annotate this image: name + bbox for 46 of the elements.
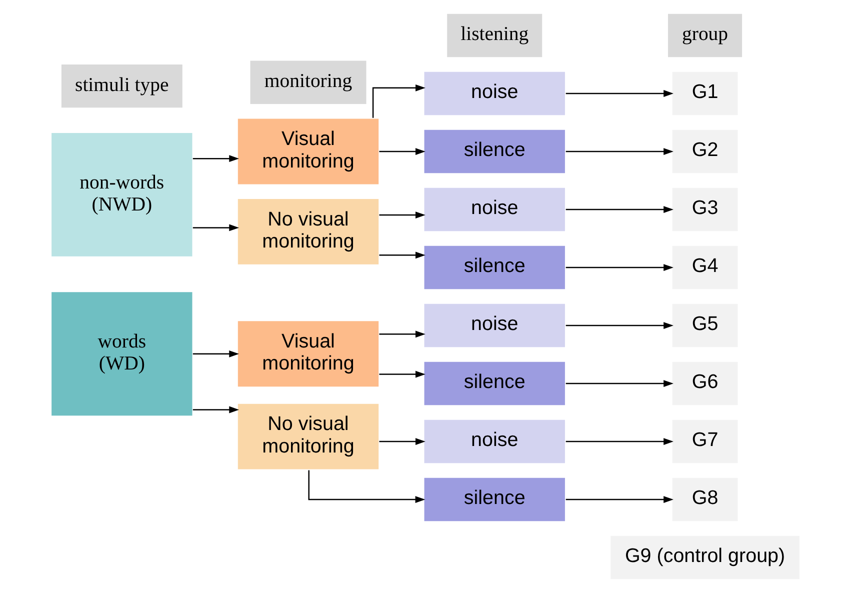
node-box: Visual monitoring (236, 118, 380, 186)
node-box: G5 (670, 302, 738, 348)
node-box: G2 (670, 128, 738, 174)
node-box: noise (422, 186, 566, 232)
node-box: G1 (670, 70, 738, 116)
arrow (565, 264, 673, 271)
node-box: silence (422, 360, 566, 406)
arrow (378, 252, 425, 259)
arrow (192, 406, 239, 414)
arrow (565, 148, 673, 155)
node-box: noise (422, 418, 566, 464)
node-box: noise (422, 70, 566, 116)
arrow (565, 496, 673, 503)
arrow (565, 90, 673, 97)
node-box: Visual monitoring (236, 320, 380, 388)
node-box: G8 (670, 476, 738, 522)
node-box: No visual monitoring (236, 198, 380, 266)
node-box: G6 (670, 360, 738, 406)
node-box: No visual monitoring (236, 402, 380, 471)
node-box: group (666, 12, 743, 58)
node-box: stimuli type (60, 63, 184, 109)
arrow (372, 84, 425, 118)
node-box: silence (422, 128, 566, 174)
node-box: listening (445, 12, 543, 58)
node-box: non-words (NWD) (50, 132, 193, 258)
node-box: G3 (670, 186, 738, 232)
arrow (378, 438, 425, 445)
arrow (378, 148, 425, 155)
arrow (192, 350, 239, 358)
arrow (565, 380, 673, 387)
arrow (308, 470, 425, 503)
arrow (192, 155, 239, 162)
arrow (378, 370, 425, 378)
arrow (565, 438, 673, 445)
arrow (565, 322, 673, 329)
node-box: G4 (670, 244, 738, 290)
arrow (378, 330, 425, 338)
arrow (192, 224, 239, 232)
node-box: silence (422, 476, 566, 522)
arrow (378, 212, 425, 219)
node-box: noise (422, 302, 566, 348)
node-box: words (WD) (50, 290, 193, 417)
arrow (565, 206, 673, 213)
node-box: G7 (670, 418, 738, 464)
node-box: silence (422, 244, 566, 290)
node-box: monitoring (248, 60, 367, 106)
